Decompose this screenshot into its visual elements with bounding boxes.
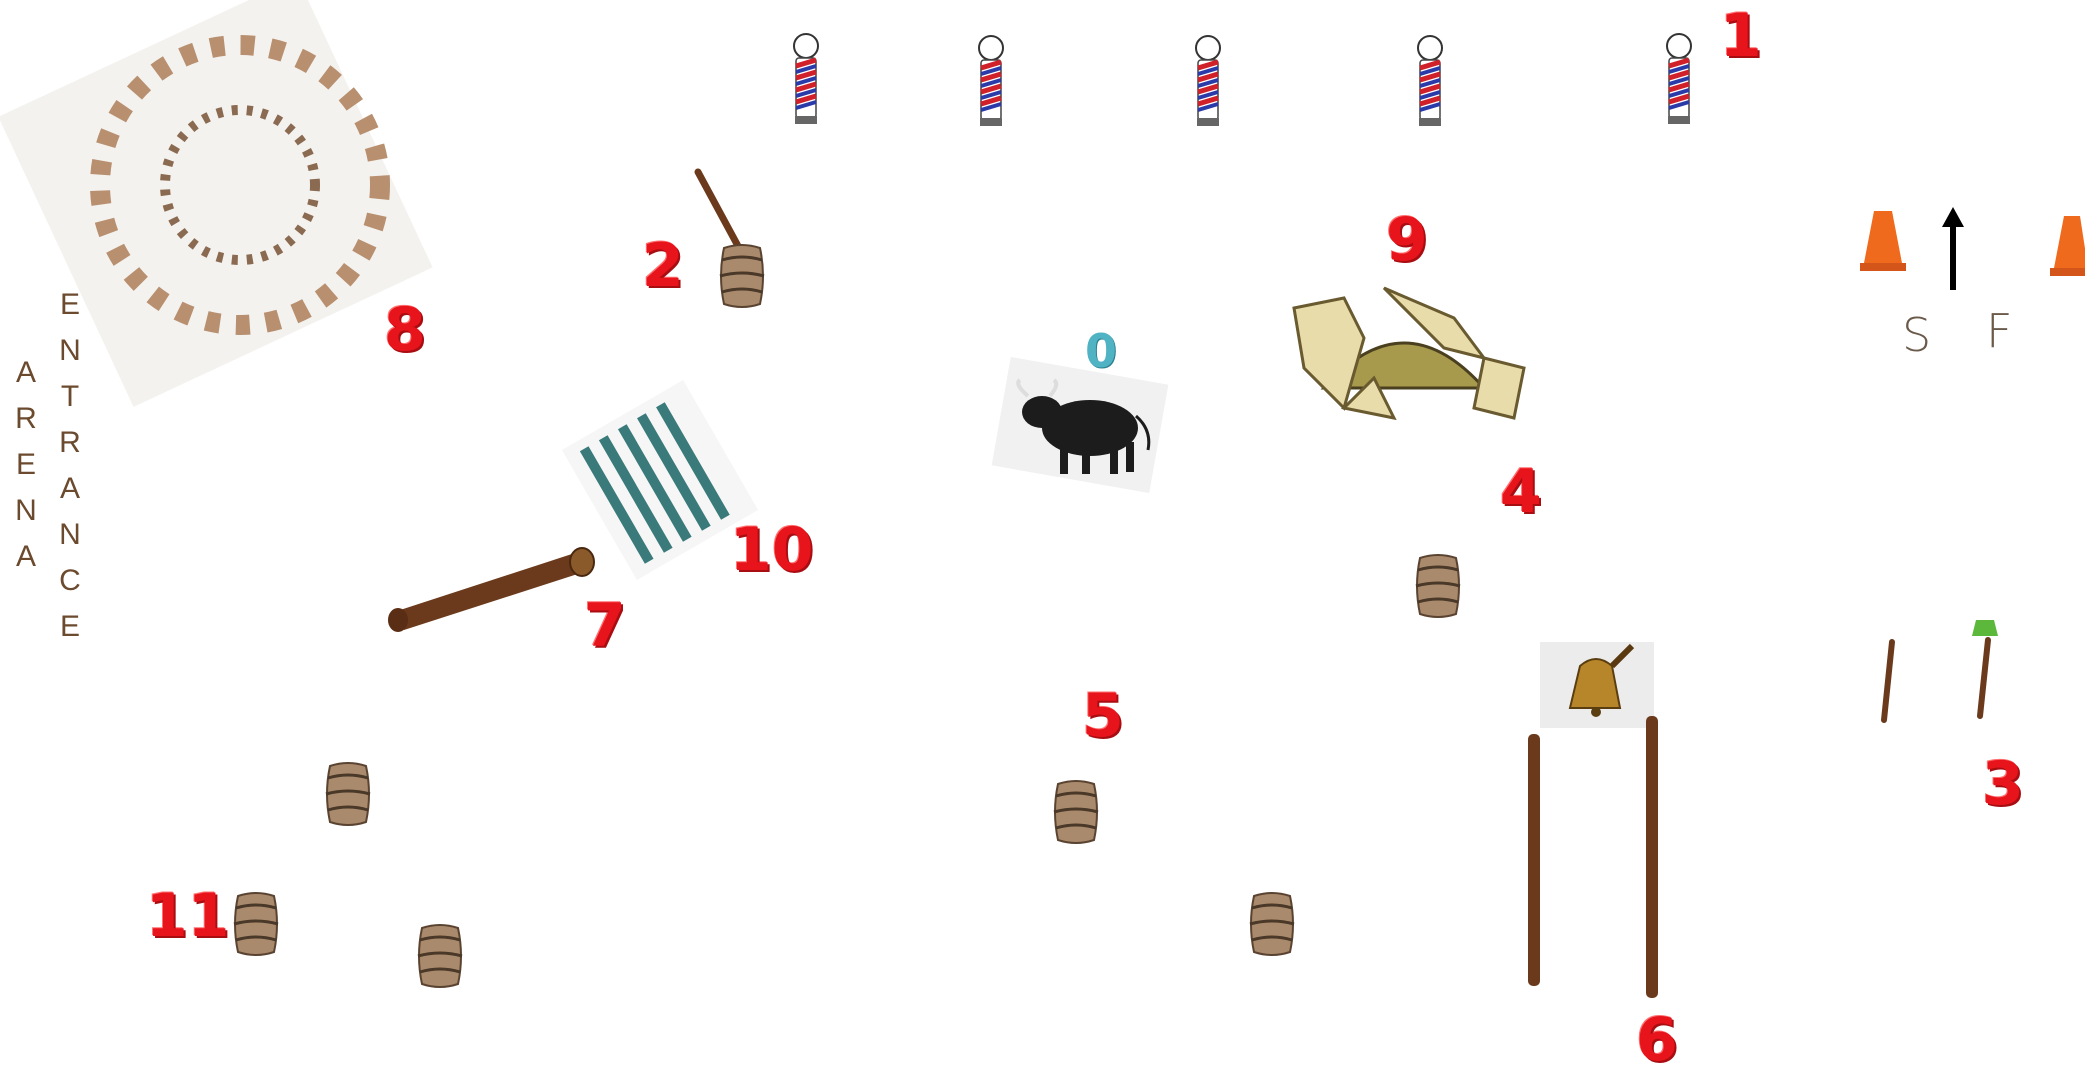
- barrel-icon: [718, 242, 766, 312]
- barrel-icon: [416, 922, 464, 992]
- barrel-icon: [232, 890, 280, 960]
- obstacle-number-0: 0: [1085, 328, 1117, 374]
- obstacle-number-3: 3: [1982, 754, 2024, 814]
- obstacle-number-1: 1: [1720, 6, 1762, 66]
- barrel-icon: [324, 760, 372, 830]
- obstacle-number-2: 2: [642, 236, 684, 296]
- arrow-up-icon: [1938, 205, 1968, 295]
- pole-icon: [1642, 712, 1662, 1002]
- obstacle-number-7: 7: [584, 596, 626, 656]
- barrel-icon: [1414, 552, 1462, 622]
- bridge-icon: [1284, 278, 1534, 428]
- barber-pole-icon: [1664, 32, 1694, 126]
- pole-icon: [1966, 616, 2006, 726]
- barber-pole-icon: [791, 32, 821, 126]
- pole-icon: [1524, 730, 1544, 990]
- start-label: S: [1902, 308, 1931, 362]
- barber-pole-icon: [1415, 34, 1445, 128]
- bull-icon: [1000, 350, 1160, 490]
- barrel-icon: [1248, 890, 1296, 960]
- barrel-icon: [1052, 778, 1100, 848]
- log-icon: [382, 540, 602, 630]
- pole-icon: [1876, 638, 1900, 728]
- rabbit-circle-icon: [30, 0, 410, 380]
- obstacle-number-8: 8: [384, 300, 426, 360]
- obstacle-number-11: 11: [146, 886, 230, 946]
- obstacle-number-4: 4: [1500, 462, 1542, 522]
- obstacle-number-6: 6: [1636, 1010, 1678, 1070]
- finish-label: F: [1986, 304, 2012, 358]
- barber-pole-icon: [1193, 34, 1223, 128]
- cone-icon: [2050, 210, 2085, 280]
- barber-pole-icon: [976, 34, 1006, 128]
- bell-icon: [1540, 642, 1654, 728]
- obstacle-number-10: 10: [730, 520, 814, 580]
- obstacle-number-5: 5: [1082, 686, 1124, 746]
- cone-icon: [1860, 205, 1906, 275]
- obstacle-number-9: 9: [1386, 210, 1428, 270]
